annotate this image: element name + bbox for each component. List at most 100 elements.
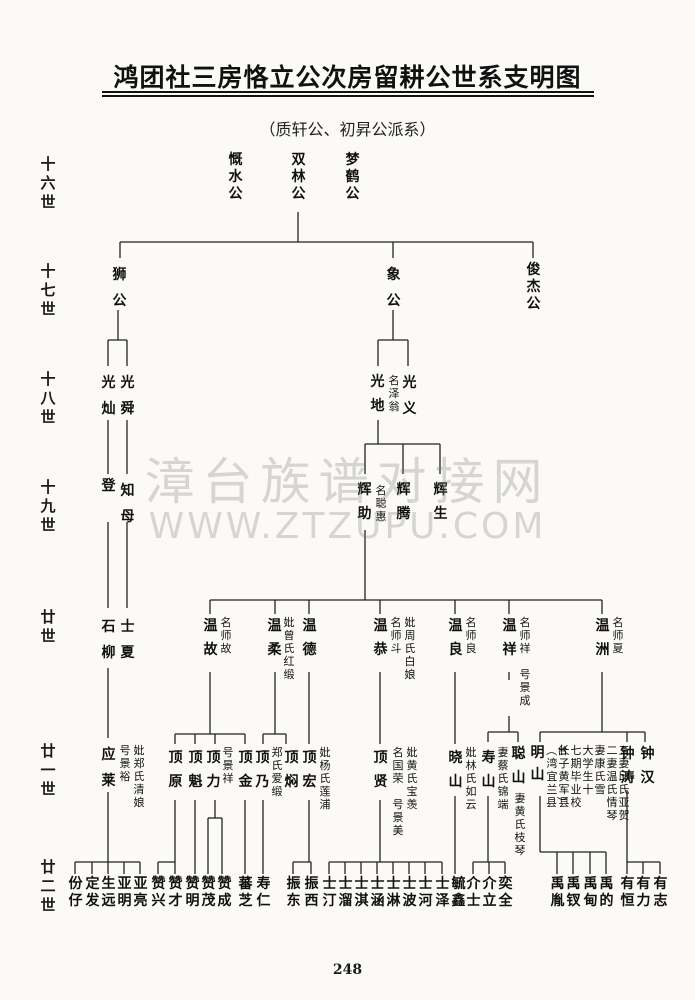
person-gen16: 慨水公 [228,152,243,202]
person-gen22: 赞明 [185,876,200,909]
person-note: 妻黄氏枝琴 [514,792,526,857]
person-gen18: 光灿 [101,375,116,417]
person-gen21: 顶力 [206,750,221,790]
person-note: 名泽翁 [388,374,400,413]
person-gen22: 介立 [482,876,497,909]
page-subtitle: （质轩公、初昇公派系） [259,120,436,139]
person-gen22: 赞茂 [201,876,216,909]
person-note: 名国荣 [392,746,404,785]
person-gen18: 光地 [370,374,385,414]
person-gen22: 士波 [402,876,417,909]
person-gen20: 温故 [203,618,218,658]
person-note: 名师故 [220,616,232,655]
person-gen20: 士夏 [120,619,135,661]
person-gen16: 梦鹤公 [345,152,360,202]
person-gen19: 辉助 [357,482,372,522]
title-underline-top [102,91,594,93]
person-gen22: 亚明 [117,876,132,909]
person-gen22: 赞才 [168,876,183,909]
person-gen21: 顶金 [238,750,253,790]
person-gen21: 钟汉 [640,746,655,786]
person-gen22: 赞兴 [151,876,166,909]
generation-label: 十九世 [40,478,56,534]
person-note: 妣曾氏红缎 [283,616,295,681]
person-note: 妻康氏雪 [594,744,606,796]
person-gen18: 光义 [402,375,417,417]
generation-label: 十六世 [40,155,56,211]
person-note: 妣杨氏莲浦 [319,746,331,811]
person-gen22: 士涵 [370,876,385,909]
person-gen21: 寿山 [481,750,496,790]
person-gen21: 晓山 [448,750,463,790]
person-note: 妣郑氏清娘 [133,744,145,809]
person-gen20: 石柳 [101,619,116,661]
generation-label: 廿一世 [40,742,56,798]
person-note: 妣林氏如云 [465,746,477,811]
person-gen22: 定发 [85,876,100,909]
person-gen21: 明山 [530,745,545,783]
person-gen22: 禹钗 [566,876,581,909]
person-note: 三妻邱氏亚贺 [618,744,630,822]
person-gen22: 有恒 [620,876,635,909]
person-gen17: 象公 [386,267,401,309]
person-gen20: 温德 [302,618,317,658]
person-gen22: 振西 [304,876,319,909]
page-title: 鸿团社三房恪立公次房留耕公世系支明图 [113,63,582,92]
person-note: 二妻温氏情琴 [606,744,618,822]
person-note: 郑氏爱缎 [271,746,283,798]
person-gen19: 辉腾 [396,482,411,522]
person-note: 大学生十 [582,744,594,796]
person-gen21: 顶宏 [302,750,317,790]
person-gen20: 温洲 [595,618,610,658]
person-gen22: 介士 [466,876,481,909]
person-note: 名聪惠 [375,484,387,523]
person-gen22: 奕全 [498,876,513,909]
person-note: 号景祥 [222,746,234,785]
person-gen22: 亚亮 [133,876,148,909]
person-note: 长子黄军县 [558,744,570,809]
person-gen22: 寿仁 [256,876,271,909]
person-note: 名师良 [465,616,477,655]
generation-label: 十八世 [40,370,56,426]
person-gen22: 士淇 [354,876,369,909]
person-gen22: 士泽 [435,876,450,909]
person-gen21: 钟涛 [620,746,635,786]
person-gen20: 温祥 [502,618,517,658]
generation-label: 廿二世 [40,858,56,914]
person-note: 号景成 [519,668,531,707]
person-gen22: 生远 [101,876,116,909]
person-gen21: 顶原 [168,750,183,790]
person-gen22: 振东 [286,876,301,909]
person-note: 妣黄氏宝羡 [406,746,418,811]
person-note: ︵台湾宜兰县︶ [546,744,568,809]
person-gen22: 蕃芝 [238,876,253,909]
person-gen19: 知母 [120,483,135,525]
person-note: 名师斗 [390,616,402,655]
person-gen22: 有力 [636,876,651,909]
person-gen21: 顶焖 [284,750,299,790]
person-gen19: 辉生 [433,482,448,522]
person-gen18: 光舜 [120,375,135,417]
person-gen21: 顶魁 [188,750,203,790]
person-gen21: 聪山 [511,746,526,786]
person-gen22: 赞成 [217,876,232,909]
person-note: 妻蔡氏锦端 [497,746,509,811]
person-gen22: 禹胤 [550,876,565,909]
person-gen21: 顶贤 [373,750,388,790]
person-gen22: 士汀 [322,876,337,909]
person-note: 名师祥 [519,616,531,655]
person-note: 七期毕业校 [570,744,582,809]
person-gen22: 士淋 [386,876,401,909]
person-gen21: 应莱 [101,747,116,789]
person-note: 号景裕 [119,744,131,783]
person-gen17: 俊杰公 [526,262,541,312]
generation-label: 廿世 [40,608,56,645]
person-gen22: 士河 [418,876,433,909]
page-number: 248 [332,962,363,978]
person-gen22: 禹甸 [583,876,598,909]
person-note: 妣周氏白娘 [404,616,416,681]
person-gen22: 份仔 [68,876,83,909]
title-underline-bottom [102,95,594,97]
